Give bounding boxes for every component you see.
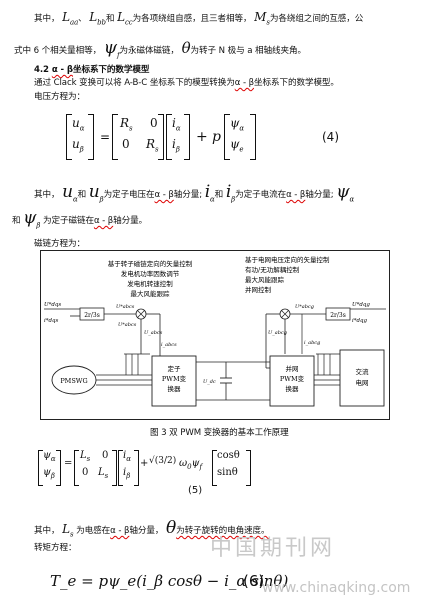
svg-text:i*dqs: i*dqs xyxy=(44,318,59,324)
figure-3-caption: 图 3 双 PWM 变换器的基本工作原理 xyxy=(150,428,289,438)
flux-label: 磁链方程为： xyxy=(34,239,85,249)
svg-text:U_dc: U_dc xyxy=(203,379,216,385)
text-line-1: 其中， Laa、 Lbb和 Lcc为各项绕组自感，且三者相等， Ms为各绕组之间… xyxy=(34,10,364,27)
left-block-line-4: 最大风能跟踪 xyxy=(131,289,171,298)
symbol-psi-f: ψf xyxy=(103,38,120,60)
svg-text:U*dqs: U*dqs xyxy=(44,302,61,308)
right-block-line-3: 最大风能跟踪 xyxy=(245,275,285,284)
left-block-line-3: 发电机转速控制 xyxy=(127,279,173,288)
intro-line: 通过 Clack 变换可以将 A-B-C 坐标系下的模型转换为α - β坐标系下… xyxy=(34,78,339,88)
svg-text:U*abcg: U*abcg xyxy=(295,304,314,310)
svg-text:换器: 换器 xyxy=(286,384,300,393)
svg-text:U*abcs: U*abcs xyxy=(116,304,135,310)
svg-text:U_abcg: U_abcg xyxy=(268,330,287,336)
after-eq5-line: 其中， Ls 为电感在α - β轴分量， θ为转子旋转的电角速度。 xyxy=(34,518,270,539)
text-line-2: 式中 6 个相关量相等， ψf为永磁体磁链， θ为转子 N 极与 a 相轴线夹角… xyxy=(14,38,306,60)
svg-text:电网: 电网 xyxy=(356,378,369,387)
svg-text:PWM变: PWM变 xyxy=(280,374,305,383)
svg-text:换器: 换器 xyxy=(168,384,182,393)
voltage-label: 电压方程为： xyxy=(34,92,85,102)
watermark-cn: 中国期刊网 xyxy=(210,536,336,561)
section-heading: 4.2 α - β坐标系下的数学模型 xyxy=(34,65,150,75)
left-block-line-2: 发电机功率因数调节 xyxy=(121,269,180,278)
svg-text:PWM变: PWM变 xyxy=(162,374,187,383)
svg-text:i*dqg: i*dqg xyxy=(352,318,368,324)
right-block-line-4: 并网控制 xyxy=(245,285,272,294)
watermark-url: www.chinaqking.com xyxy=(262,580,411,596)
svg-text:U*abcs: U*abcs xyxy=(118,322,137,328)
svg-text:U_abcs: U_abcs xyxy=(144,330,163,336)
svg-text:i_abcg: i_abcg xyxy=(304,340,320,346)
explain-line-2: 和 ψβ 为定子磁链在α - β轴分量。 xyxy=(12,208,148,230)
symbol-theta: θ xyxy=(181,39,191,57)
equation-4-number: (4) xyxy=(322,130,339,144)
symbol-ms: Ms xyxy=(254,10,270,27)
svg-text:2r/3s: 2r/3s xyxy=(330,312,346,319)
figure-3-diagram: 基于转子磁链定向的矢量控制 发电机功率因数调节 发电机转速控制 最大风能跟踪 基… xyxy=(40,250,390,420)
explain-line-1: 其中， uα和 uβ为定子电压在α - β轴分量; iα和 iβ为定子电流在α … xyxy=(34,182,355,204)
equation-6: T_e = pψ_e(i_β cosθ − i_α sinθ) xyxy=(50,572,289,590)
equation-5: ψα ψβ = Ls 0 0 Ls iα iβ + √(3/2) ω0ψf co… xyxy=(36,446,266,498)
left-block-line-1: 基于转子磁链定向的矢量控制 xyxy=(108,259,193,268)
equation-5-number: (5) xyxy=(188,485,203,496)
svg-text:并网: 并网 xyxy=(286,364,299,373)
equation-4: uα uβ = Rs 0 0 Rs iα iβ + p ψα ψe (4) xyxy=(60,112,360,164)
svg-text:U*dqg: U*dqg xyxy=(352,302,370,308)
equation-6-number: (6) xyxy=(243,572,265,590)
svg-text:2r/3s: 2r/3s xyxy=(84,312,100,319)
right-block-line-2: 有功/无功解耦控制 xyxy=(245,265,300,274)
torque-label: 转矩方程： xyxy=(34,543,77,553)
right-block-line-1: 基于电网电压定向的矢量控制 xyxy=(245,255,330,264)
symbol-lbb: Lbb xyxy=(89,10,106,27)
symbol-lcc: Lcc xyxy=(117,10,133,27)
svg-text:交流: 交流 xyxy=(356,367,370,376)
symbol-laa: Laa xyxy=(62,10,79,27)
svg-text:i_abcs: i_abcs xyxy=(161,342,177,348)
generator-label: PMSWG xyxy=(60,377,87,385)
svg-text:定子: 定子 xyxy=(168,364,182,373)
